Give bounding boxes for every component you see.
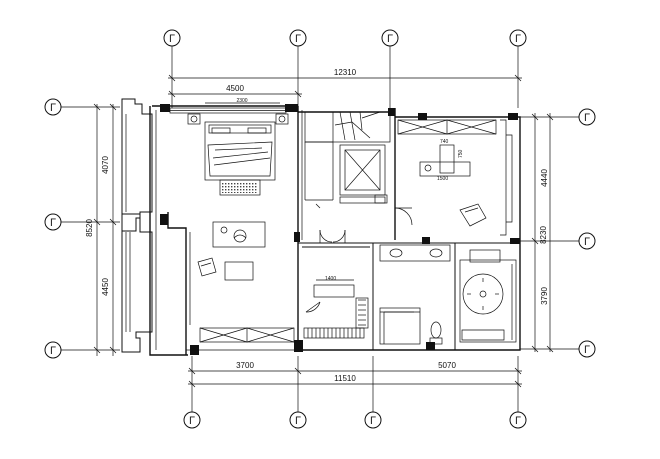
dimension-top-left: 4500 <box>226 84 244 93</box>
dimension-right-lower: 3790 <box>540 287 549 305</box>
axis-marker: Γ <box>364 411 382 429</box>
dimension-bed-width: 2300 <box>236 98 247 104</box>
axis-markers-top: Γ Γ Γ Γ <box>163 29 527 47</box>
axis-marker: Γ <box>578 232 596 250</box>
axis-marker: Γ <box>578 340 596 358</box>
dimension-lines-bottom <box>188 367 522 388</box>
svg-text:Γ: Γ <box>370 415 376 427</box>
dimension-bottom-total: 11510 <box>334 374 356 383</box>
dimension-lines-top <box>168 74 522 104</box>
inner-walls <box>298 242 520 350</box>
dimension-lines-right <box>531 113 554 353</box>
axis-markers-bottom: Γ Γ Γ Γ <box>183 411 527 429</box>
svg-text:Γ: Γ <box>50 102 56 114</box>
svg-text:Γ: Γ <box>189 415 195 427</box>
axis-marker: Γ <box>289 411 307 429</box>
dimension-bottom-right: 5070 <box>438 361 456 370</box>
dimension-top-total: 12310 <box>334 68 357 77</box>
dimension-right-upper: 4440 <box>540 169 549 187</box>
staircase <box>304 111 391 209</box>
vanity-sinks <box>379 244 501 263</box>
svg-text:Γ: Γ <box>387 33 393 45</box>
svg-text:Γ: Γ <box>515 415 521 427</box>
svg-text:Γ: Γ <box>295 415 301 427</box>
axis-markers-left: Γ Γ Γ <box>44 98 62 359</box>
closet-width-dimension: 1400 <box>325 276 336 282</box>
dimension-lines-left <box>61 103 120 356</box>
dimension-right-total: 8230 <box>539 226 548 244</box>
desk-depth-dimension: 750 <box>458 149 464 158</box>
axis-marker: Γ <box>183 411 201 429</box>
bed-bench-pattern <box>222 182 258 193</box>
axis-markers-right: Γ Γ Γ <box>578 108 596 358</box>
dimension-left-total: 8520 <box>85 219 94 237</box>
axis-lines-right <box>520 116 579 350</box>
axis-marker: Γ <box>509 29 527 47</box>
lower-left-window <box>199 327 295 343</box>
dimension-bottom-left: 3700 <box>236 361 254 370</box>
axis-marker: Γ <box>578 108 596 126</box>
axis-marker: Γ <box>381 29 399 47</box>
axis-lines-top <box>171 46 519 108</box>
axis-marker: Γ <box>163 29 181 47</box>
desk-width-dimension: 740 <box>440 139 449 145</box>
elevator <box>339 144 388 204</box>
bed <box>187 113 289 196</box>
svg-text:Γ: Γ <box>515 33 521 45</box>
toilet <box>429 321 443 345</box>
axis-marker: Γ <box>509 411 527 429</box>
dimension-left-upper: 4070 <box>101 156 110 174</box>
dimension-left-lower: 4450 <box>101 278 110 296</box>
svg-text:Γ: Γ <box>584 344 590 356</box>
top-right-desk <box>419 144 487 227</box>
study-table <box>197 221 266 281</box>
bedroom-window <box>169 107 287 114</box>
svg-text:Γ: Γ <box>169 33 175 45</box>
svg-text:Γ: Γ <box>584 112 590 124</box>
axis-marker: Γ <box>44 341 62 359</box>
svg-text:Γ: Γ <box>50 345 56 357</box>
axis-marker: Γ <box>289 29 307 47</box>
svg-text:Γ: Γ <box>295 33 301 45</box>
corridor-doors <box>319 207 413 243</box>
round-bathtub <box>459 259 517 343</box>
shower-enclosure <box>379 307 421 345</box>
svg-text:Γ: Γ <box>584 236 590 248</box>
walk-in-closet <box>303 270 374 339</box>
axis-marker: Γ <box>44 213 62 231</box>
desk-length-dimension: 1500 <box>437 176 448 182</box>
axis-marker: Γ <box>44 98 62 116</box>
top-right-window <box>397 119 513 236</box>
structural-columns <box>160 104 520 355</box>
svg-text:Γ: Γ <box>50 217 56 229</box>
